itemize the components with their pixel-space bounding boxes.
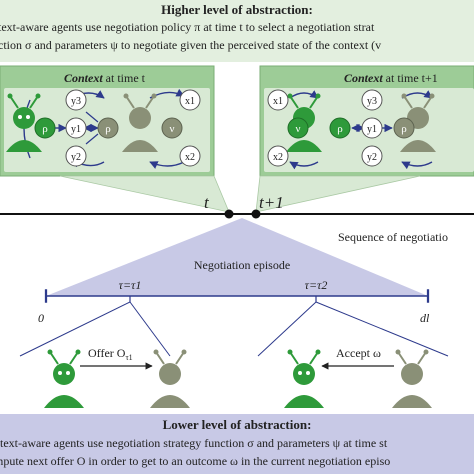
episode-start: 0 — [38, 311, 44, 325]
agent-green-icon — [6, 93, 42, 152]
node-x1-left — [179, 89, 201, 111]
timeline-point-t — [224, 209, 234, 219]
node-y2-left-label: y2 — [71, 152, 81, 163]
funnel-left — [59, 175, 230, 213]
lower-level-line2: mpute next offer O in order to get to an… — [0, 454, 390, 468]
node-x2-left — [179, 145, 201, 167]
timeline-point-t1 — [251, 209, 261, 219]
episode-triangle — [46, 218, 428, 296]
higher-level-title: Higher level of abstraction: — [161, 2, 313, 17]
context-panel-left: Context at time t — [0, 65, 215, 177]
node-y1-left-label: y1 — [71, 124, 81, 135]
node-x2-right — [267, 145, 289, 167]
node-y2-left — [65, 145, 87, 167]
tau1-line-right — [129, 301, 171, 357]
funnel-right — [255, 175, 421, 213]
node-y3-right — [361, 89, 383, 111]
node-rho-other-right — [393, 117, 415, 139]
context-right-title-bold: Context — [344, 71, 383, 85]
node-rho-self-left — [34, 117, 56, 139]
node-y3-right-label: y3 — [367, 96, 377, 107]
agent-gray-offer-icon — [150, 349, 190, 408]
agent-green-accept-icon — [284, 349, 324, 408]
node-rho-other-left — [97, 117, 119, 139]
node-nu-right — [287, 117, 309, 139]
node-y3-left — [65, 89, 87, 111]
lower-level-title: Lower level of abstraction: — [163, 417, 312, 432]
node-y2-right-label: y2 — [367, 152, 377, 163]
node-nu-left — [161, 117, 183, 139]
node-rho-self-right — [329, 117, 351, 139]
higher-level-band — [0, 0, 474, 62]
node-nu-left-label: ν — [170, 123, 175, 135]
node-y1-right — [361, 117, 383, 139]
episode-title: Negotiation episode — [194, 258, 290, 272]
agent-gray-icon — [122, 93, 158, 152]
context-right-title-rest: at time t+1 — [383, 71, 438, 85]
node-y1-right-label: y1 — [367, 124, 377, 135]
lower-level-line1: ntext-aware agents use negotiation strat… — [0, 436, 388, 450]
timeline-t1-label: t+1 — [259, 193, 284, 212]
offer-label: Offer O — [88, 346, 126, 360]
agent-green-offer-icon — [44, 349, 84, 408]
sequence-label: Sequence of negotiatio — [338, 230, 448, 244]
node-rho-self-left-label: ρ — [42, 123, 48, 135]
accept-label: Accept ω — [336, 346, 381, 360]
episode-end: dl — [420, 311, 430, 325]
node-nu-right-label: ν — [296, 123, 301, 135]
tau2-line-right — [315, 301, 449, 357]
svg-text:Offer Oτ1: Offer Oτ1 — [88, 346, 133, 362]
timeline-t-label: t — [204, 193, 210, 212]
node-rho-other-right-label: ρ — [401, 123, 407, 135]
node-x1-right-label: x1 — [273, 96, 283, 107]
svg-text:Context at time t: Context at time t — [64, 71, 146, 85]
node-rho-self-right-label: ρ — [337, 123, 343, 135]
node-x2-left-label: x2 — [185, 152, 195, 163]
context-panel-right: Context at time t+1 x1 x2 ν ρ — [259, 65, 474, 177]
lower-level-band — [0, 414, 474, 474]
agent-gray-accept-icon — [392, 349, 432, 408]
context-left-title-rest: at time t — [103, 71, 146, 85]
svg-text:Context at time t+1: Context at time t+1 — [344, 71, 438, 85]
tau1-line-left — [19, 301, 131, 357]
node-y3-left-label: y3 — [71, 96, 81, 107]
episode-tau2: τ=τ2 — [305, 278, 328, 292]
offer-subscript: τ1 — [125, 353, 132, 362]
episode-tau1: τ=τ1 — [119, 278, 142, 292]
node-rho-other-left-label: ρ — [105, 123, 111, 135]
higher-level-line2: nction σ and parameters ψ to negotiate g… — [0, 38, 381, 52]
node-x1-left-label: x1 — [185, 96, 195, 107]
node-y1-left — [65, 117, 87, 139]
node-y2-right — [361, 145, 383, 167]
node-x2-right-label: x2 — [273, 152, 283, 163]
node-x1-right — [267, 89, 289, 111]
tau2-line-left — [257, 301, 317, 357]
higher-level-line1: ntext-aware agents use negotiation polic… — [0, 20, 375, 34]
context-left-title-bold: Context — [64, 71, 103, 85]
